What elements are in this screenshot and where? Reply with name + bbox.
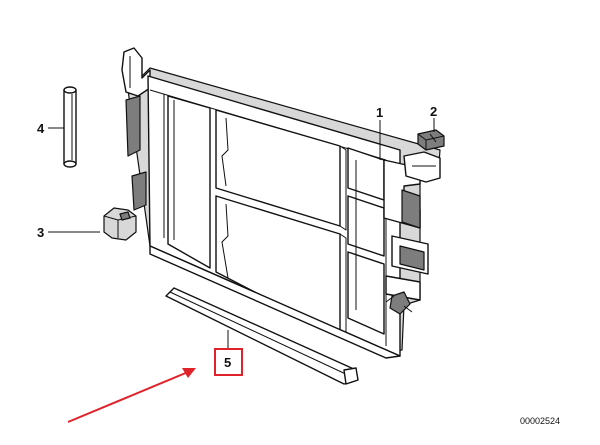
callout-5-highlight-box: [214, 348, 243, 376]
drawing-number: 00002524: [520, 416, 560, 426]
callout-4: 4: [37, 121, 45, 136]
callout-2: 2: [430, 104, 437, 119]
radiator-frame: [121, 47, 441, 359]
clip-part: [417, 129, 445, 151]
callout-3: 3: [37, 225, 44, 240]
red-arrow: [67, 368, 196, 423]
seal-strip-part: [165, 287, 359, 385]
rubber-mount-part: [103, 207, 137, 241]
callout-1: 1: [376, 105, 383, 120]
tube-part: [63, 86, 77, 168]
callout-5: 5: [224, 355, 231, 370]
